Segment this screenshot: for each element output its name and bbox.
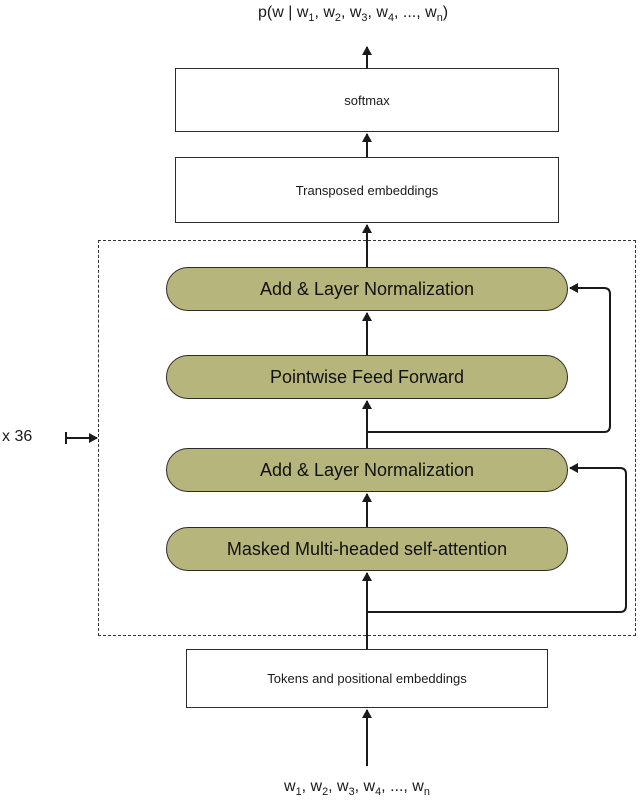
transposed-embeddings-label: Transposed embeddings <box>295 182 439 198</box>
residual-top <box>367 283 611 433</box>
feed-forward-layer: Pointwise Feed Forward <box>166 355 568 399</box>
add-norm-top-layer: Add & Layer Normalization <box>166 267 568 311</box>
tokens-embeddings-label: Tokens and positional embeddings <box>267 671 467 686</box>
repeat-count-label: x 36 <box>2 428 33 445</box>
feed-forward-label: Pointwise Feed Forward <box>269 366 465 387</box>
softmax-box: softmax <box>175 68 559 132</box>
add-norm-top-label: Add & Layer Normalization <box>259 278 475 299</box>
output-probability-label: p(w | w1, w2, w3, w4, ..., wn) <box>258 4 449 25</box>
attention-layer: Masked Multi-headed self-attention <box>166 527 568 571</box>
transposed-embeddings-box: Transposed embeddings <box>175 157 559 223</box>
add-norm-bottom-label: Add & Layer Normalization <box>259 459 475 480</box>
tokens-embeddings-box: Tokens and positional embeddings <box>186 649 548 708</box>
add-norm-bottom-layer: Add & Layer Normalization <box>166 448 568 492</box>
attention-label: Masked Multi-headed self-attention <box>226 538 508 559</box>
residual-bottom <box>367 463 627 613</box>
input-tokens-label: w1, w2, w3, w4, ..., wn <box>284 778 430 799</box>
softmax-label: softmax <box>344 92 390 108</box>
